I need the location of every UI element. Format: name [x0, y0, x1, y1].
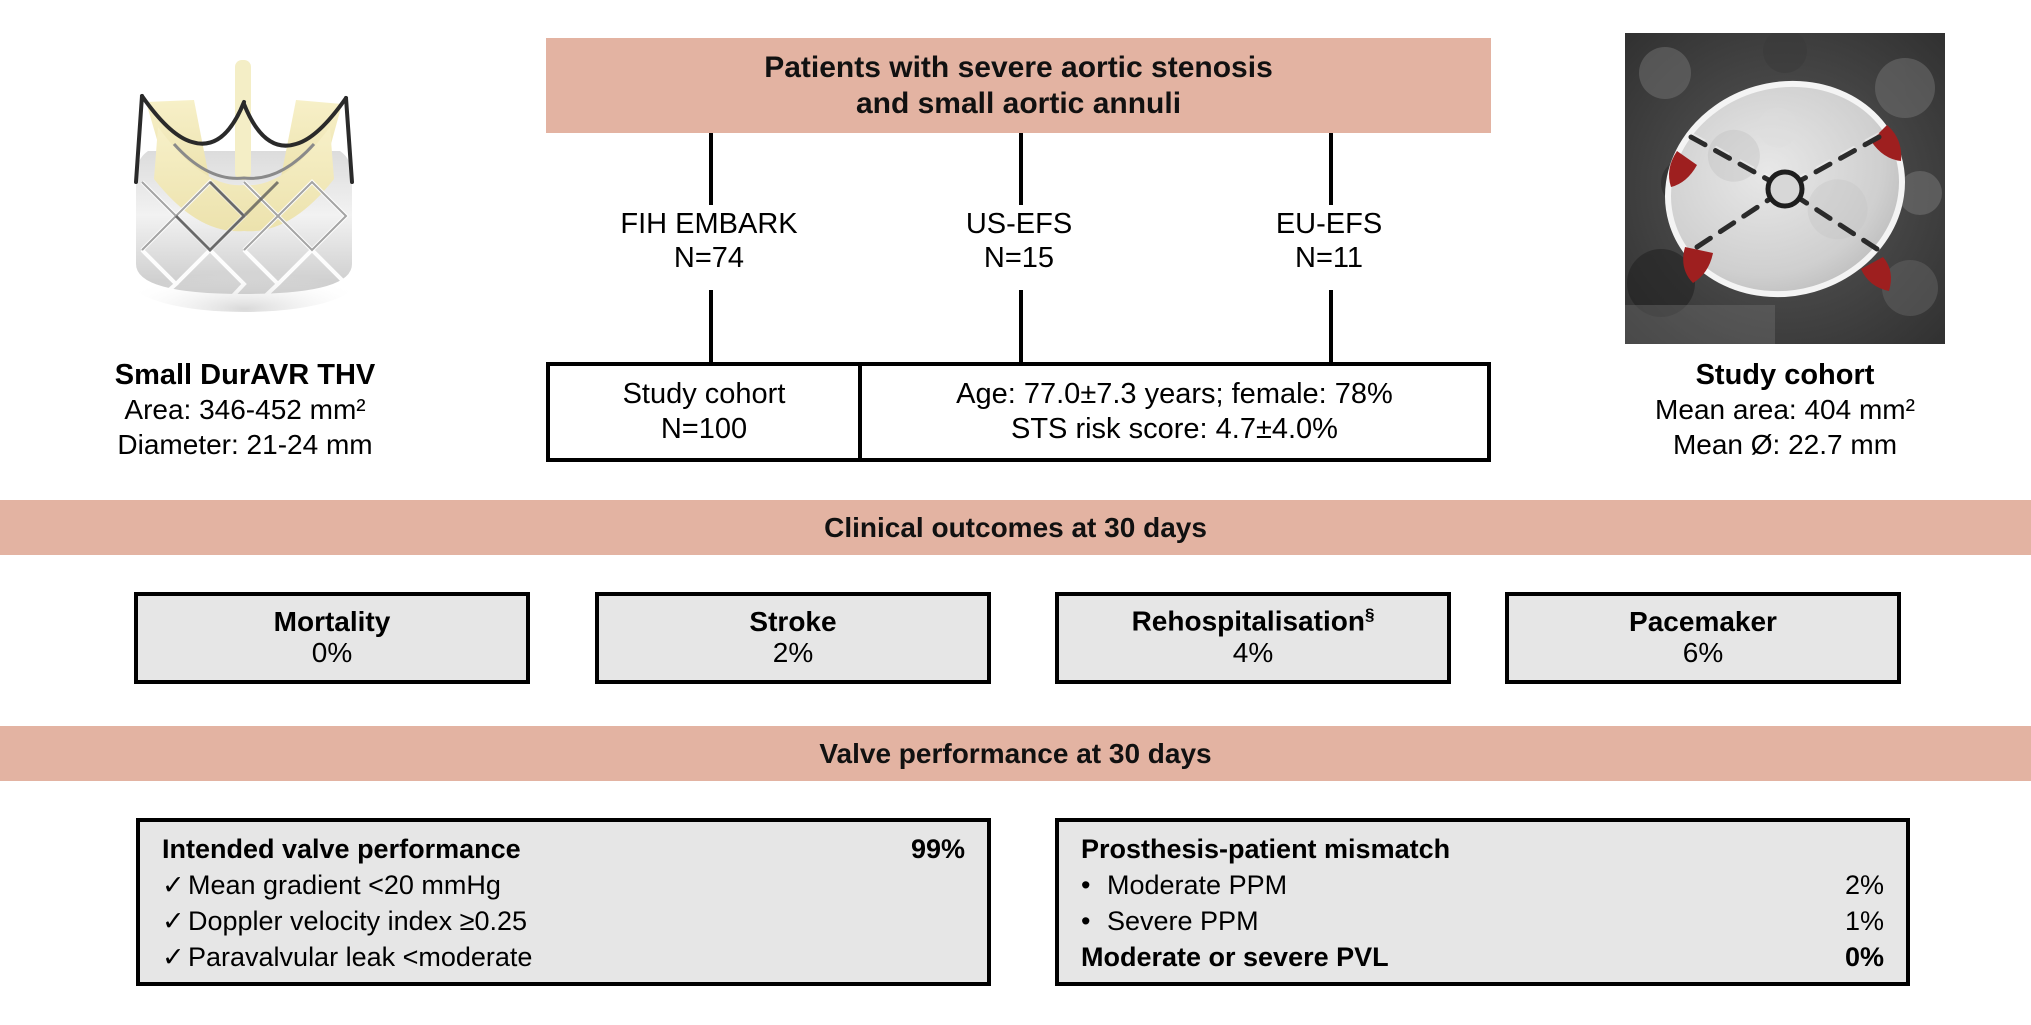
cohort-risk-score: STS risk score: 4.7±4.0%	[1011, 413, 1338, 445]
left-figure-title: Small DurAVR THV	[114, 359, 376, 391]
cohort-summary: Study cohort N=100	[550, 366, 862, 458]
connector-header-arm-3	[1329, 133, 1333, 205]
outcome-label: Pacemaker	[1629, 605, 1777, 637]
left-figure-caption: Small DurAVR THV Area: 346-452 mm² Diame…	[50, 358, 440, 462]
right-figure-mean-diameter: Mean Ø: 22.7 mm	[1672, 428, 1898, 460]
outcome-value: 2%	[772, 637, 814, 669]
arm-name: FIH EMBARK	[620, 208, 798, 240]
connector-arm-cohort-2	[1019, 290, 1023, 364]
valve-performance-banner: Valve performance at 30 days	[0, 726, 2031, 781]
right-figure-caption: Study cohort Mean area: 404 mm² Mean Ø: …	[1590, 358, 1980, 462]
ppm-item-text: •Moderate PPM	[1081, 868, 1287, 904]
outcome-label: Stroke	[749, 605, 837, 637]
outcome-box-mortality: Mortality 0%	[134, 592, 530, 684]
duravr-thv-photo	[84, 32, 404, 345]
outcome-value: 6%	[1682, 637, 1724, 669]
ppm-item-text: •Severe PPM	[1081, 904, 1259, 940]
ppm-title: Prosthesis-patient mismatch	[1081, 834, 1451, 864]
outcome-value: 0%	[311, 637, 353, 669]
criterion-text: ✓Paravalvular leak <moderate	[162, 940, 532, 976]
cohort-n: N=100	[660, 413, 748, 445]
connector-header-arm-1	[709, 133, 713, 205]
arm-n: N=15	[983, 241, 1055, 274]
left-figure-area: Area: 346-452 mm²	[124, 394, 366, 426]
panel-title-row: Prosthesis-patient mismatch	[1081, 832, 1884, 868]
ppm-row: •Moderate PPM 2%	[1081, 868, 1884, 904]
cohort-details: Age: 77.0±7.3 years; female: 78% STS ris…	[862, 366, 1487, 458]
check-icon: ✓	[162, 905, 185, 936]
arm-label-fih-embark: FIH EMBARK N=74	[589, 208, 829, 275]
check-icon: ✓	[162, 941, 185, 972]
valve-performance-banner-label: Valve performance at 30 days	[819, 737, 1212, 769]
arm-label-us-efs: US-EFS N=15	[899, 208, 1139, 275]
pvl-value: 0%	[1844, 941, 1884, 972]
criterion-row: ✓Mean gradient <20 mmHg	[162, 868, 965, 904]
connector-arm-cohort-3	[1329, 290, 1333, 364]
cohort-demographics: Age: 77.0±7.3 years; female: 78%	[956, 378, 1393, 411]
right-figure-mean-area: Mean area: 404 mm²	[1655, 394, 1915, 426]
check-icon: ✓	[162, 869, 185, 900]
criterion-row: ✓Paravalvular leak <moderate	[162, 940, 965, 976]
panel-title-row: Intended valve performance 99%	[162, 832, 965, 868]
ppm-item-value: 2%	[1844, 869, 1884, 900]
clinical-outcomes-banner: Clinical outcomes at 30 days	[0, 500, 2031, 555]
arm-name: EU-EFS	[1275, 208, 1383, 240]
intended-valve-performance-value: 99%	[910, 834, 965, 864]
ppm-item-value: 1%	[1844, 905, 1884, 936]
bullet-icon: •	[1081, 905, 1091, 936]
right-figure-title: Study cohort	[1695, 359, 1875, 391]
header-banner: Patients with severe aortic stenosis and…	[546, 38, 1491, 133]
intended-valve-performance-panel: Intended valve performance 99% ✓Mean gra…	[136, 818, 991, 986]
footnote-marker: §	[1364, 605, 1375, 625]
cohort-label: Study cohort	[622, 378, 786, 411]
clinical-outcomes-banner-label: Clinical outcomes at 30 days	[824, 511, 1207, 543]
arm-n: N=74	[673, 241, 745, 274]
aortic-annulus-ct-photo	[1625, 33, 1945, 344]
header-title-line1: Patients with severe aortic stenosis	[764, 51, 1273, 85]
outcome-value: 4%	[1232, 637, 1274, 669]
outcome-label: Rehospitalisation§	[1131, 605, 1375, 637]
connector-header-arm-2	[1019, 133, 1023, 205]
arm-label-eu-efs: EU-EFS N=11	[1209, 208, 1449, 275]
arm-n: N=11	[1295, 241, 1363, 274]
outcome-box-stroke: Stroke 2%	[595, 592, 991, 684]
header-title-line2: and small aortic annuli	[855, 86, 1182, 120]
left-figure-diameter: Diameter: 21-24 mm	[117, 428, 373, 460]
arm-name: US-EFS	[965, 208, 1073, 240]
criterion-row: ✓Doppler velocity index ≥0.25	[162, 904, 965, 940]
outcome-box-rehospitalisation: Rehospitalisation§ 4%	[1055, 592, 1451, 684]
ppm-row: •Severe PPM 1%	[1081, 904, 1884, 940]
pvl-label: Moderate or severe PVL	[1081, 941, 1389, 972]
outcome-box-pacemaker: Pacemaker 6%	[1505, 592, 1901, 684]
criterion-text: ✓Mean gradient <20 mmHg	[162, 868, 501, 904]
connector-arm-cohort-1	[709, 290, 713, 364]
intended-valve-performance-title: Intended valve performance	[162, 834, 521, 864]
outcome-label: Mortality	[273, 605, 391, 637]
prosthesis-patient-mismatch-panel: Prosthesis-patient mismatch •Moderate PP…	[1055, 818, 1910, 986]
study-cohort-box: Study cohort N=100 Age: 77.0±7.3 years; …	[546, 362, 1491, 462]
pvl-row: Moderate or severe PVL 0%	[1081, 940, 1884, 976]
criterion-text: ✓Doppler velocity index ≥0.25	[162, 904, 527, 940]
bullet-icon: •	[1081, 869, 1091, 900]
